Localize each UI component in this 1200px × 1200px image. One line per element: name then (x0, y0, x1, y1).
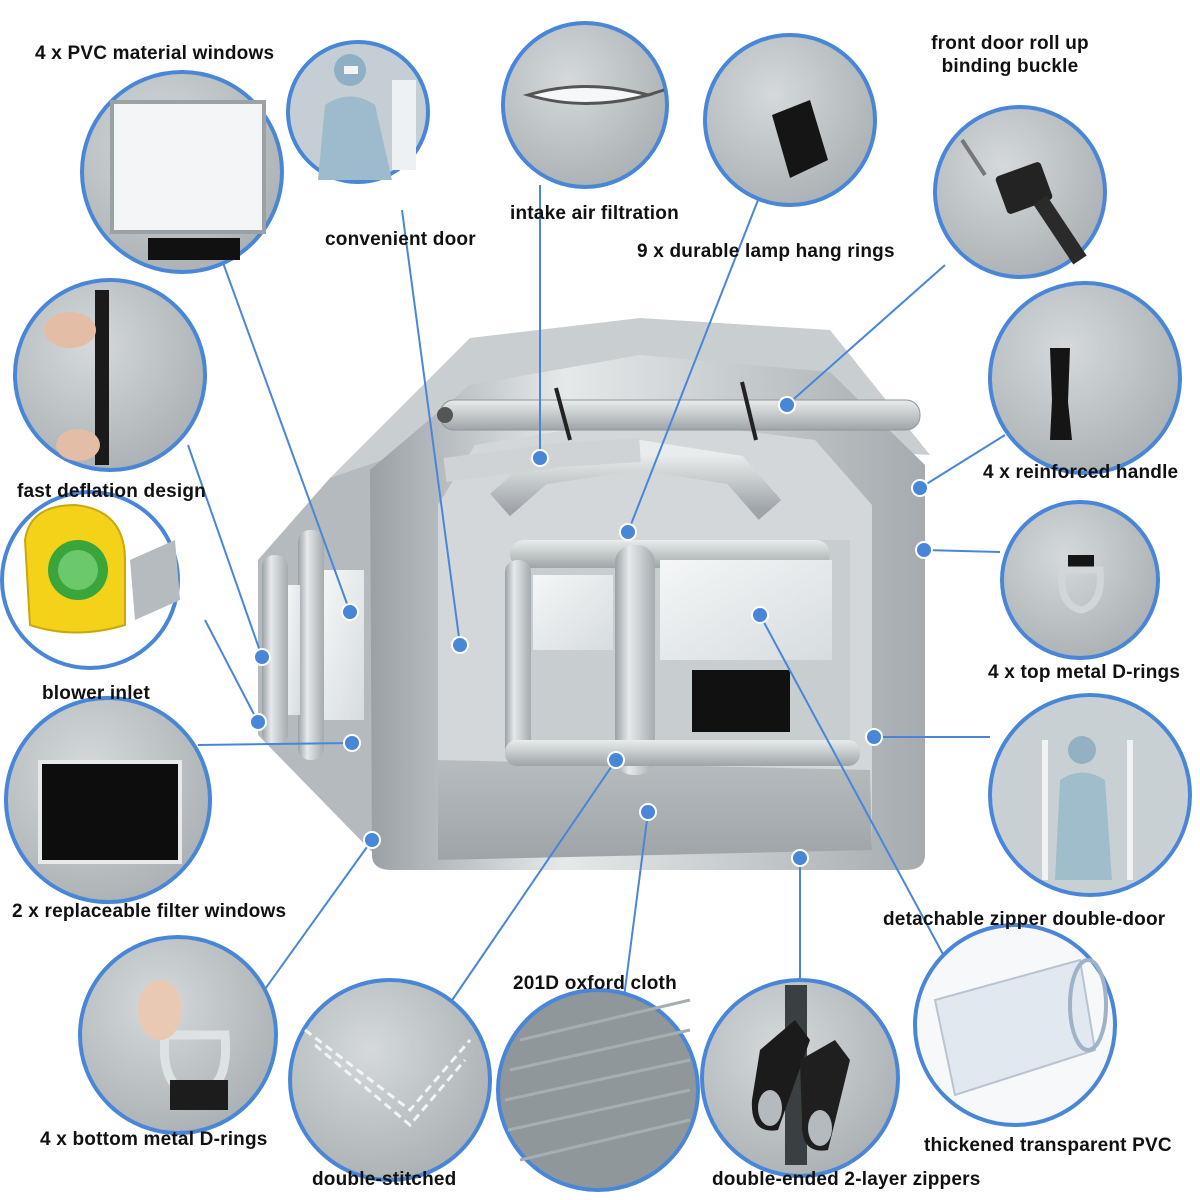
side-tube-2 (298, 530, 324, 760)
detail-circle-intake (501, 21, 669, 189)
detail-circle-filter-windows (4, 696, 212, 904)
zipper-flap-icon (44, 290, 109, 465)
callout-dot (619, 523, 637, 541)
strap-ring-icon (772, 100, 828, 178)
detail-circle-lamp-rings (703, 33, 877, 207)
detail-circle-buckle (933, 105, 1107, 279)
detail-circle-zipper-door (988, 693, 1192, 897)
callout-dot (865, 728, 883, 746)
callout-dot (249, 713, 267, 731)
callout-dot (607, 751, 625, 769)
handle-icon (1050, 348, 1072, 440)
callout-dot (751, 606, 769, 624)
detail-circle-stitched (288, 978, 492, 1182)
label-blower-inlet: blower inlet (42, 683, 150, 704)
detail-circle-pvc-windows (80, 70, 284, 274)
label-roll-up-binding-buckle: front door roll up binding buckle (931, 33, 1089, 77)
callout-dot (253, 648, 271, 666)
detail-circle-pvc (913, 923, 1117, 1127)
callout-dot (451, 636, 469, 654)
label-intake-air-filtration: intake air filtration (510, 203, 679, 224)
side-window-2 (288, 585, 300, 715)
callout-dot (343, 734, 361, 752)
callout-dot (363, 831, 381, 849)
buckle-icon (960, 138, 1087, 265)
detail-circle-door (286, 40, 430, 184)
callout-dot (791, 849, 809, 867)
interior-post-mid (615, 545, 655, 775)
label-pvc-windows: 4 x PVC material windows (35, 43, 275, 64)
zipper-pull-icon (751, 985, 850, 1165)
filter-icon (38, 760, 182, 864)
back-window-left (533, 575, 613, 650)
side-window-1 (324, 570, 364, 720)
label-lamp-hang-rings: 9 x durable lamp hang rings (637, 241, 895, 262)
blower-icon (23, 503, 180, 634)
roll-up-bar (439, 399, 921, 431)
label-thickened-transparent-pvc: thickened transparent PVC (924, 1135, 1172, 1156)
interior-post-left (505, 560, 531, 760)
interior-floor-tube (505, 740, 860, 766)
person-icon (318, 54, 392, 180)
detail-circle-deflation (13, 278, 207, 472)
detail-circle-zippers (700, 978, 900, 1178)
window-icon (110, 100, 266, 234)
label-oxford-cloth: 201D oxford cloth (513, 973, 677, 994)
side-tube-1 (262, 555, 288, 745)
interior-arch-2 (443, 438, 641, 482)
detail-circle-handle (988, 281, 1182, 475)
back-filter-window (692, 670, 790, 732)
callout-dot (639, 803, 657, 821)
back-window-right (660, 560, 832, 660)
callout-dot (341, 603, 359, 621)
label-convenient-door: convenient door (325, 229, 476, 250)
callout-dot (911, 479, 929, 497)
label-replaceable-filter-windows: 2 x replaceable filter windows (12, 901, 287, 922)
callout-dots (249, 396, 933, 867)
zipper-vent-icon (522, 85, 665, 105)
label-reinforced-handle: 4 x reinforced handle (983, 462, 1179, 483)
label-fast-deflation-design: fast deflation design (17, 481, 206, 502)
inflatable-tent (258, 318, 930, 870)
detail-circle-top-d-rings (1000, 500, 1160, 660)
label-double-ended-zippers: double-ended 2-layer zippers (712, 1169, 981, 1190)
fabric-icon (504, 998, 691, 1162)
label-top-metal-d-rings: 4 x top metal D-rings (988, 662, 1181, 683)
callout-dot (778, 396, 796, 414)
d-ring-icon (138, 980, 231, 1110)
callout-dot (531, 449, 549, 467)
detail-circle-blower (0, 490, 180, 670)
pvc-sheet-icon (933, 958, 1108, 1097)
label-detachable-zipper-double-door: detachable zipper double-door (883, 909, 1166, 930)
detail-circle-bottom-d-rings (78, 935, 278, 1135)
label-bottom-metal-d-rings: 4 x bottom metal D-rings (40, 1129, 268, 1150)
label-double-stitched: double-stitched (312, 1169, 457, 1190)
detail-circle-oxford (496, 988, 700, 1192)
d-ring-icon (1058, 555, 1104, 614)
callout-dot (915, 541, 933, 559)
person-icon (1055, 736, 1112, 880)
callout-lines (187, 185, 1006, 1016)
stitch-icon (304, 1028, 472, 1128)
